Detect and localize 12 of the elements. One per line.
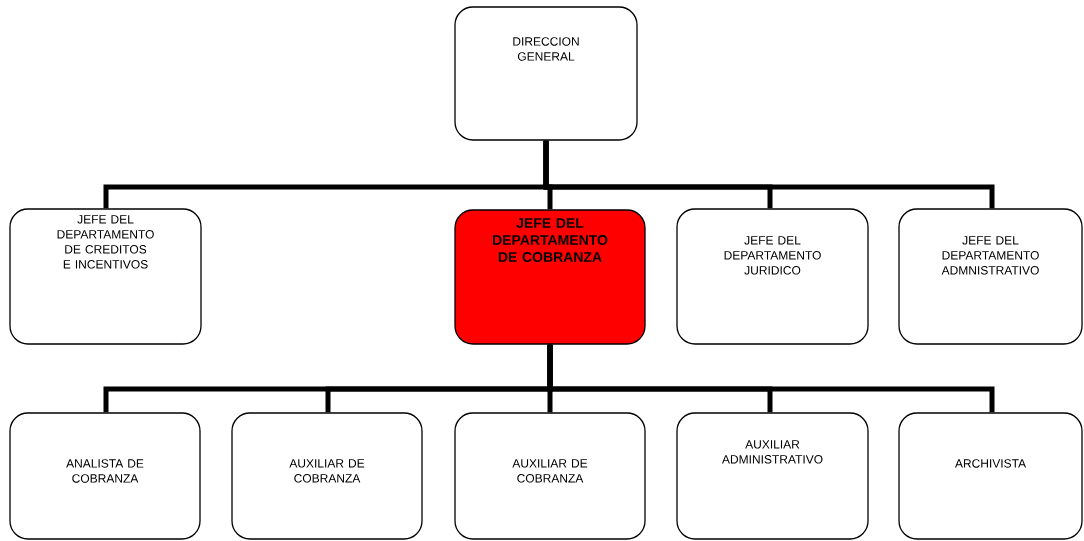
org-box: AUXILIAR ADMINISTRATIVO bbox=[676, 412, 869, 540]
org-box: ANALISTA DE COBRANZA bbox=[9, 412, 201, 540]
connector-line bbox=[543, 140, 995, 209]
highlighted-box: JEFE DEL DEPARTAMENTO DE COBRANZA bbox=[454, 209, 646, 345]
org-box: AUXILIAR DE COBRANZA bbox=[231, 412, 423, 540]
org-box: ARCHIVISTA bbox=[898, 412, 1083, 540]
connector-line bbox=[547, 344, 995, 413]
org-box: JEFE DEL DEPARTAMENTO JURIDICO bbox=[676, 208, 869, 345]
org-box: AUXILIAR DE COBRANZA bbox=[454, 412, 646, 540]
org-box: JEFE DEL DEPARTAMENTO DE CREDITOS E INCENTIVOS bbox=[9, 208, 202, 345]
org-box: DIRECCION GENERAL bbox=[454, 6, 638, 141]
org-box: JEFE DEL DEPARTAMENTO ADMNISTRATIVO bbox=[898, 208, 1083, 345]
